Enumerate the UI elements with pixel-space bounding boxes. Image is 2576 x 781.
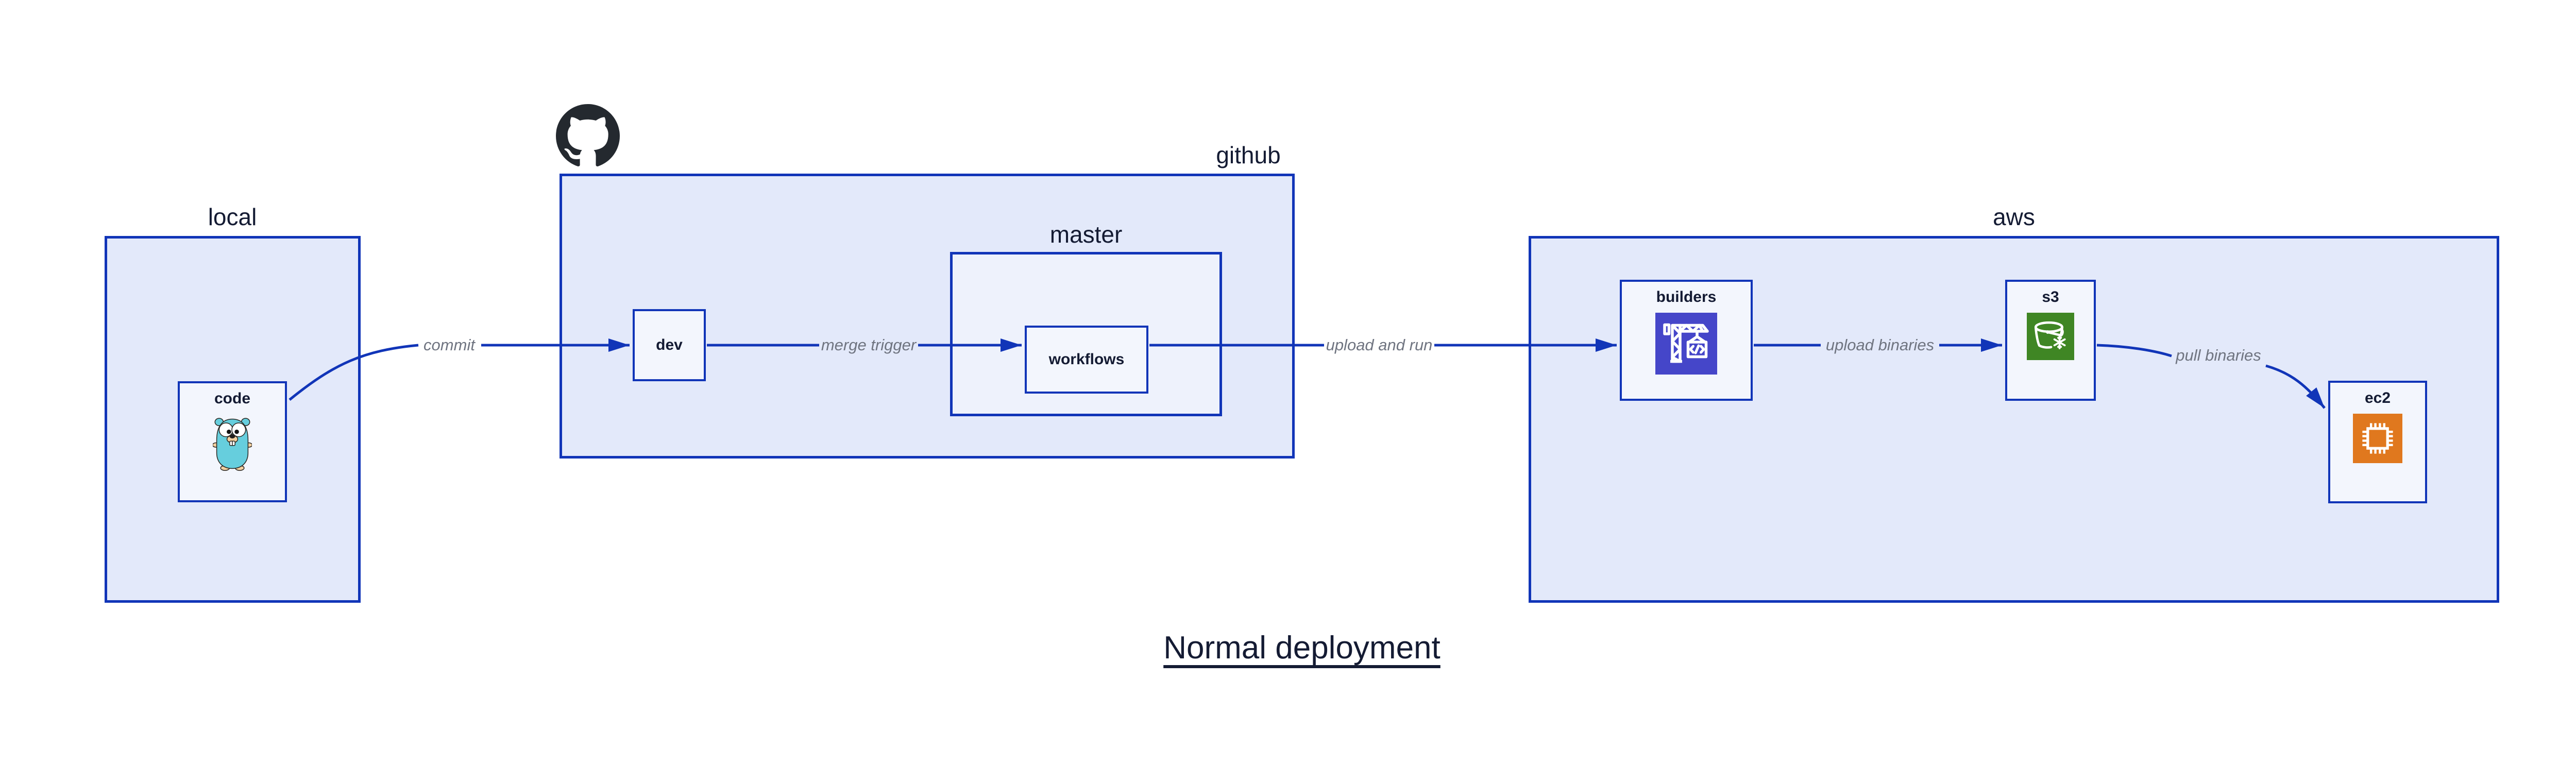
node-ec2-label: ec2 — [2364, 389, 2391, 406]
node-dev: dev — [633, 309, 706, 381]
node-workflows-label: workflows — [1048, 351, 1125, 368]
edge-pull-binaries-curve — [2096, 344, 2172, 358]
edge-label-pull-binaries: pull binaries — [2176, 346, 2261, 364]
aws-codebuild-crane-icon — [1655, 313, 1717, 375]
aws-group-label: aws — [1993, 203, 2035, 230]
aws-ec2-chip-icon — [2353, 414, 2402, 463]
edge-pull-binaries-arrow — [2265, 364, 2326, 409]
edge-label-merge-trigger: merge trigger — [821, 336, 917, 354]
go-gopher-icon — [213, 418, 252, 471]
edge-label-upload-and-run: upload and run — [1326, 336, 1433, 354]
node-builders: builders — [1620, 280, 1753, 401]
local-group-label: local — [208, 203, 257, 230]
node-code-label: code — [214, 390, 251, 407]
github-group-label: github — [1216, 142, 1281, 168]
aws-s3-glacier-bucket-icon — [2027, 313, 2074, 360]
node-builders-label: builders — [1656, 288, 1717, 305]
node-ec2: ec2 — [2328, 381, 2427, 503]
diagram-title: Normal deployment — [1163, 630, 1440, 666]
github-octocat-icon — [556, 104, 620, 166]
node-dev-label: dev — [656, 336, 683, 353]
node-code: code — [178, 381, 287, 502]
edge-label-upload-binaries: upload binaries — [1825, 336, 1935, 354]
node-s3-label: s3 — [2042, 288, 2059, 305]
master-group-label: master — [1049, 221, 1123, 248]
node-s3: s3 — [2005, 280, 2096, 401]
edge-commit-curve — [289, 344, 419, 401]
node-workflows: workflows — [1025, 326, 1148, 394]
edge-label-commit: commit — [423, 336, 475, 354]
